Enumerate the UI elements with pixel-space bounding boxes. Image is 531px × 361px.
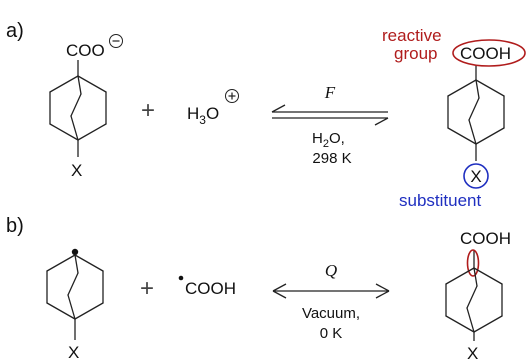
arrow-a-label-line1: H2O, <box>312 130 345 150</box>
panel-b-label: b) <box>6 215 24 237</box>
product-b: COOH X <box>445 229 511 361</box>
reactive-group-highlight <box>452 39 526 67</box>
radical-dot-icon <box>178 275 184 281</box>
equilibrium-arrow-a <box>271 104 389 126</box>
arrow-b-label-line1: Vacuum, <box>302 305 360 322</box>
product-a-group: COOH <box>460 44 511 63</box>
reagent-a-base: H <box>187 104 199 123</box>
bicyclooctane-ring <box>49 75 107 141</box>
arrow-a-label-line2: 298 K <box>312 150 351 167</box>
bicyclooctane-ring <box>46 254 104 320</box>
reactant-a-group: COO <box>66 41 105 60</box>
product-b-substituent: X <box>467 344 478 361</box>
annotation-reactive-line2: group <box>394 44 437 63</box>
negative-charge-icon <box>109 34 123 48</box>
reagent-a: H3O <box>187 89 239 127</box>
reactant-a: COO X <box>49 34 123 180</box>
reactant-b: X <box>46 248 104 361</box>
reactant-b-substituent: X <box>68 343 79 361</box>
bond-highlight <box>466 249 480 277</box>
panel-a-label: a) <box>6 20 24 42</box>
plus-sign-b: + <box>140 275 154 302</box>
svg-text:H3O: H3O <box>187 104 219 127</box>
arrow-a-label-top: F <box>324 83 336 102</box>
reactant-a-substituent: X <box>71 161 82 180</box>
product-a-substituent: X <box>470 167 481 186</box>
radical-dot-icon <box>71 248 79 256</box>
arrow-b-label-line2: 0 K <box>320 325 343 342</box>
annotation-substituent: substituent <box>399 191 481 210</box>
product-a: reactive group COOH X substituent <box>382 26 526 210</box>
plus-sign-a: + <box>141 97 155 124</box>
reagent-b: COOH <box>178 275 236 298</box>
reagent-a-tail: O <box>206 104 219 123</box>
double-arrow-b <box>272 283 390 299</box>
bicyclooctane-ring <box>447 79 505 145</box>
reagent-b-formula: COOH <box>185 279 236 298</box>
arrow-b-label-top: Q <box>325 261 337 280</box>
reagent-a-sub: 3 <box>199 113 206 127</box>
product-b-group: COOH <box>460 229 511 248</box>
positive-charge-icon <box>225 89 239 103</box>
substituent-highlight <box>463 163 489 189</box>
annotation-reactive-line1: reactive <box>382 26 442 45</box>
bicyclooctane-ring <box>445 267 503 333</box>
